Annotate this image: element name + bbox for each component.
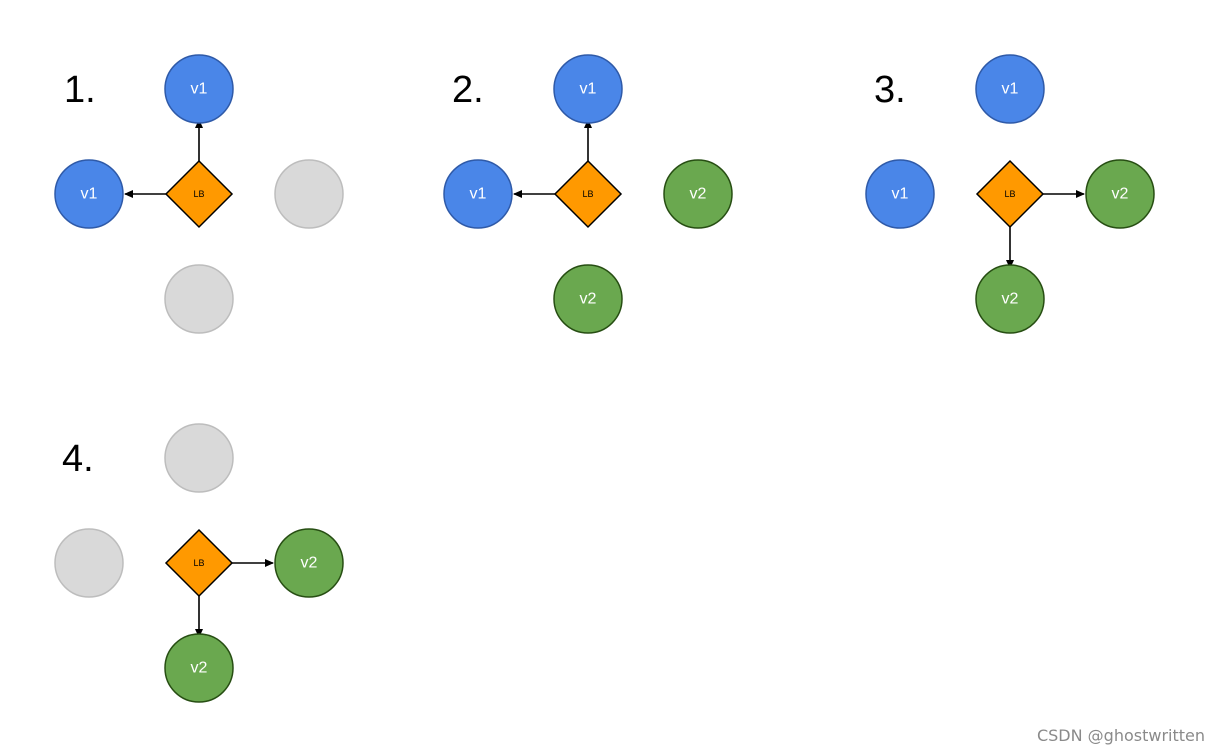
node-label: v2 [1002, 291, 1019, 308]
node-label: v1 [580, 81, 597, 98]
node-label: v1 [892, 186, 909, 203]
node-v2 [274, 528, 344, 598]
node-v2 [975, 264, 1045, 334]
node-label: v1 [81, 186, 98, 203]
node-v1 [164, 54, 234, 124]
load-balancer [975, 159, 1045, 229]
node-label: v1 [470, 186, 487, 203]
load-balancer [553, 159, 623, 229]
node-v1 [54, 159, 124, 229]
load-balancer-label: LB [193, 558, 204, 568]
node-v2 [553, 264, 623, 334]
panel-2: 2. v1 v1 v2 v2 LB [443, 54, 733, 334]
load-balancer-label: LB [582, 189, 593, 199]
step-number: 4. [62, 438, 94, 480]
load-balancer [164, 528, 234, 598]
load-balancer-label: LB [1004, 189, 1015, 199]
node-label: v2 [580, 291, 597, 308]
node-v1 [865, 159, 935, 229]
node-label: v2 [191, 660, 208, 677]
node-label: v1 [1002, 81, 1019, 98]
node-v1 [975, 54, 1045, 124]
load-balancer-label: LB [193, 189, 204, 199]
panel-4: 4. v2 v2 LB [54, 423, 344, 703]
node-label: v2 [301, 555, 318, 572]
node-label: v2 [690, 186, 707, 203]
node-label: v2 [1112, 186, 1129, 203]
step-number: 2. [452, 69, 484, 111]
load-balancer [164, 159, 234, 229]
step-number: 3. [874, 69, 906, 111]
inactive-node [274, 159, 344, 229]
node-v2 [1085, 159, 1155, 229]
step-number: 1. [64, 69, 96, 111]
panel-3: 3. v1 v1 v2 v2 LB [865, 54, 1155, 334]
node-v2 [663, 159, 733, 229]
inactive-node [164, 423, 234, 493]
watermark-text: CSDN @ghostwritten [1036, 726, 1205, 745]
node-v2 [164, 633, 234, 703]
node-label: v1 [191, 81, 208, 98]
node-v1 [443, 159, 513, 229]
node-v1 [553, 54, 623, 124]
inactive-node [54, 528, 124, 598]
inactive-node [164, 264, 234, 334]
